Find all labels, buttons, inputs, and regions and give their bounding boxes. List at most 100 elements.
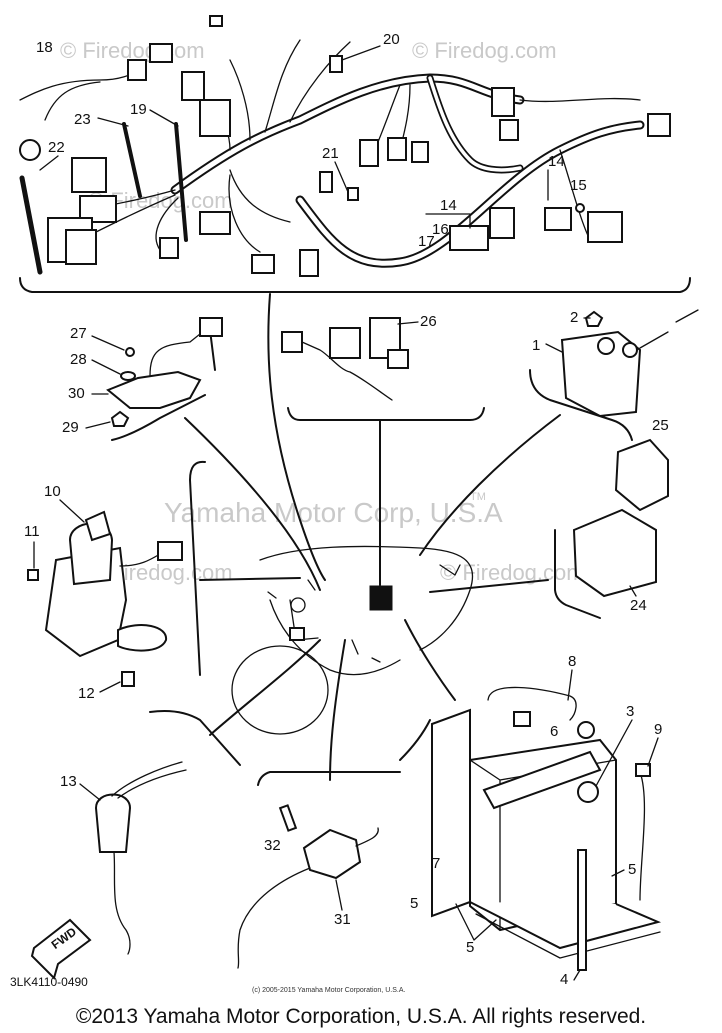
- leader-5-bottom: [455, 903, 497, 941]
- harness-branch-mid-fill: [428, 76, 522, 172]
- bracket-26: [287, 407, 485, 421]
- bike-marks: [267, 579, 381, 663]
- connector-round-18: [19, 139, 41, 161]
- part-1-terminal-a: [597, 337, 615, 355]
- battery-tray-edge: [475, 913, 661, 959]
- bike-frame-lower: [269, 599, 401, 676]
- part-8-terminal: [513, 711, 531, 727]
- harness-wire-lower-2: [228, 174, 261, 253]
- bike-ecu-highlight: [369, 585, 393, 611]
- bike-round-detail: [290, 597, 306, 613]
- label-part-21: 21: [322, 145, 339, 162]
- label-part-2: 2: [570, 309, 578, 326]
- connector-block-8: [251, 254, 275, 274]
- harness-wire-top-3: [264, 39, 301, 133]
- cable-tie-19: [174, 122, 188, 242]
- part-8-ring: [577, 721, 595, 739]
- label-part-26: 26: [420, 313, 437, 330]
- label-part-3: 3: [626, 703, 634, 720]
- connector-block-15: [491, 87, 515, 117]
- connector-block-23: [319, 171, 333, 193]
- part-13-body: [94, 793, 132, 853]
- connector-block-1: [71, 157, 107, 193]
- line-battery-to-bike: [404, 619, 456, 701]
- bracket-24: [554, 529, 601, 619]
- label-part-13: 13: [60, 773, 77, 790]
- leader-23: [97, 117, 129, 127]
- leader-14-mid: [425, 213, 471, 229]
- part-9-lead: [639, 771, 646, 901]
- label-part-27: 27: [70, 325, 87, 342]
- harness-wire-left-3: [155, 197, 179, 251]
- part-30-wire: [149, 333, 201, 377]
- leader-5-right: [611, 869, 625, 877]
- part-24-group: 24: [572, 508, 657, 614]
- watermark-yamaha: Yamaha Motor Corp, U.S.A: [164, 497, 503, 528]
- leader-3: [595, 719, 633, 787]
- connector-block-9: [299, 249, 319, 277]
- label-part-4: 4: [560, 971, 568, 988]
- leader-22: [39, 155, 59, 171]
- label-part-7: 7: [432, 855, 440, 872]
- cable-tie-23: [122, 122, 142, 198]
- part-29-nut: [110, 410, 130, 427]
- part-26-group: 26: [281, 313, 437, 401]
- line-13-to-bike: [209, 639, 321, 736]
- part-13-wire: [113, 851, 131, 955]
- connector-block-26: [149, 43, 173, 63]
- part-31-sensor-body: [302, 828, 362, 880]
- connector-block-6: [181, 71, 205, 101]
- line-1-to-bike: [419, 414, 561, 556]
- connector-block-13: [387, 137, 407, 161]
- part-26-body-c: [387, 349, 409, 369]
- harness-wire-lower-1: [229, 169, 291, 223]
- part-10-key: [84, 510, 112, 542]
- part-10-connector: [157, 541, 183, 561]
- part-11-cap: [27, 569, 39, 581]
- clamp-15: [575, 203, 585, 213]
- part-9-terminal: [635, 763, 651, 777]
- label-part-14-right: 14: [548, 153, 565, 170]
- label-part-5-left: 5: [410, 895, 418, 912]
- battery-group: 8 6 3 9 7 5 5 5 4: [410, 653, 662, 988]
- connector-block-20: [647, 113, 671, 137]
- label-part-8: 8: [568, 653, 576, 670]
- part-30-bracket: [106, 370, 202, 409]
- label-part-5-bottom: 5: [466, 939, 474, 956]
- part-7-cover: [431, 708, 471, 918]
- leader-13: [79, 783, 101, 801]
- part-8-lead: [487, 686, 577, 721]
- part-32-screw: [278, 804, 298, 832]
- label-part-20: 20: [383, 31, 400, 48]
- wire-harness-group: 18 20 23 19 22 21 14 15 14 16 17: [19, 15, 691, 293]
- label-part-11: 11: [24, 523, 40, 540]
- label-part-29: 29: [62, 419, 79, 436]
- connector-block-5: [199, 99, 231, 137]
- part-27-30-group: 27 28 30 29: [62, 317, 223, 436]
- label-part-10: 10: [44, 483, 61, 500]
- bracket-10: [189, 460, 206, 676]
- part-2-nut: [584, 310, 604, 327]
- leader-20: [341, 45, 381, 61]
- part-26-body-a: [329, 327, 361, 359]
- line-30-to-bike: [184, 417, 321, 591]
- harness-wire-top-4: [289, 41, 351, 123]
- harness-wire-18b: [44, 81, 101, 121]
- leader-31: [335, 879, 343, 911]
- connector-block-10: [159, 237, 179, 259]
- leader-29: [85, 421, 111, 429]
- label-part-19: 19: [130, 101, 147, 118]
- label-part-25: 25: [652, 417, 669, 434]
- label-part-6: 6: [550, 723, 558, 740]
- line-31-to-bike: [329, 639, 346, 781]
- bike-bracket: [289, 627, 305, 641]
- part-25-relay: [614, 438, 669, 512]
- part-13-leads: [111, 761, 187, 799]
- connector-block-22: [329, 55, 343, 73]
- leader-21: [334, 161, 349, 193]
- leader-28: [91, 359, 121, 375]
- part-24-unit: [572, 508, 657, 598]
- label-part-18: 18: [36, 39, 53, 56]
- leader-24: [629, 585, 637, 597]
